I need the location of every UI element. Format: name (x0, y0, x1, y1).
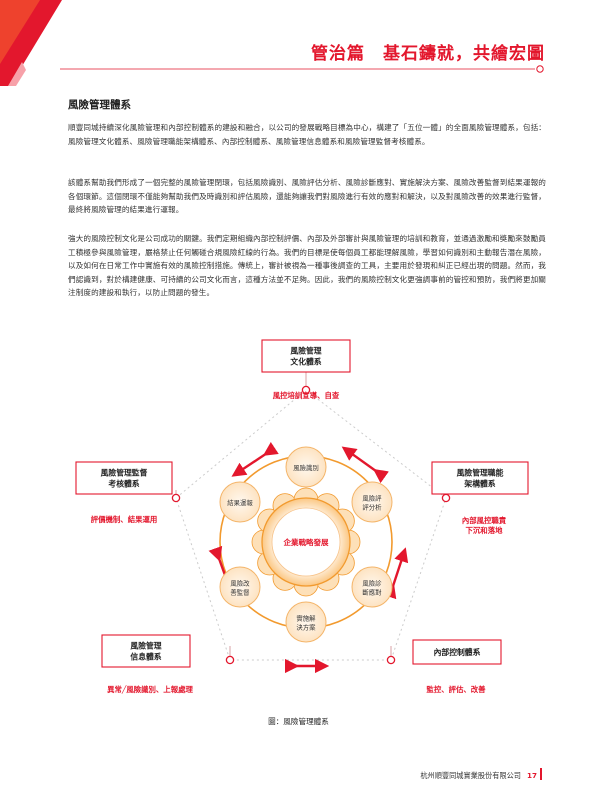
vertex-dot-4 (171, 493, 181, 503)
ring-arrow-1 (382, 547, 409, 600)
outer-box-2 (412, 639, 502, 665)
inner-node-5 (219, 481, 261, 523)
outer-box-0 (261, 339, 351, 373)
page-number: 17 (526, 771, 537, 780)
vertex-dot-0 (301, 385, 311, 395)
section-title: 風險管理體系 (68, 99, 131, 111)
footer-company: 杭州順豐同城實業股份有限公司 (420, 771, 521, 780)
inner-node-1 (351, 481, 393, 523)
outer-box-sub-2: 監控、評估、改善 (426, 685, 486, 694)
figure-caption: 圖：風險管理體系 (268, 717, 329, 726)
outer-box-3 (101, 634, 191, 668)
outer-box-title-1: 風險管理職能架構體系 (457, 468, 504, 489)
vertex-dot-1 (441, 493, 451, 503)
corner-decoration (0, 0, 62, 86)
outer-box-sub-1: 內部風控職責下沉和落地 (462, 516, 507, 535)
inner-node-3 (285, 601, 327, 643)
vertex-dot-3 (225, 655, 235, 665)
outer-box-4 (75, 461, 173, 495)
vertex-dot-2 (386, 655, 396, 665)
inner-node-label-5: 結果運報 (227, 498, 253, 507)
outer-box-title-2: 內部控制體系 (434, 647, 481, 657)
footer: 杭州順豐同城實業股份有限公司 17 (420, 771, 537, 781)
inner-node-2 (351, 566, 393, 608)
outer-box-sub-4: 評價機制、結果運用 (91, 515, 158, 524)
inner-node-0 (285, 446, 327, 488)
inner-node-label-2: 風險診斷應對 (362, 579, 382, 597)
header-rule (60, 65, 544, 73)
outer-box-sub-3: 異常╱風險識別、上報處理 (107, 685, 193, 694)
outer-box-title-0: 風險管理文化體系 (290, 346, 321, 367)
ring-arrow-0 (341, 446, 389, 484)
inner-node-4 (219, 566, 261, 608)
footer-bar (540, 768, 542, 780)
paragraph-2: 該體系幫助我們形成了一個完整的風險管理閉環，包括風險識別、風險評估分析、風險診斷… (68, 178, 546, 215)
paragraph-1: 順豐同城持續深化風險管理和內部控制體系的建設和融合，以公司的發展戰略目標為中心，… (68, 123, 546, 146)
center-inner-disc (271, 507, 341, 577)
inner-node-label-3: 實施解決方案 (296, 614, 316, 632)
risk-management-diagram: 企業戰略發展風險識別風險評評分析風險診斷應對實施解決方案風險改善監督結果運報風險… (75, 339, 529, 694)
page-header-title: 管治篇 基石鑄就，共繪宏圖 (311, 44, 545, 64)
center-label: 企業戰略發展 (283, 537, 329, 547)
outer-box-sub-0: 風控培訓宣導、自查 (272, 391, 340, 400)
inner-node-label-4: 風險改善監督 (230, 579, 250, 597)
outer-box-1 (431, 461, 529, 495)
ring-arrow-3 (231, 441, 279, 477)
paragraph-3: 強大的風險控制文化是公司成功的關鍵。我們定期組織內部控制評價、內部及外部審計與風… (68, 234, 546, 298)
outer-box-title-4: 風險管理監督考核體系 (101, 468, 148, 489)
inner-node-label-0: 風險識別 (293, 463, 319, 472)
inner-node-label-1: 風險評評分析 (362, 494, 382, 512)
outer-box-title-3: 風險管理信息體系 (130, 641, 161, 662)
